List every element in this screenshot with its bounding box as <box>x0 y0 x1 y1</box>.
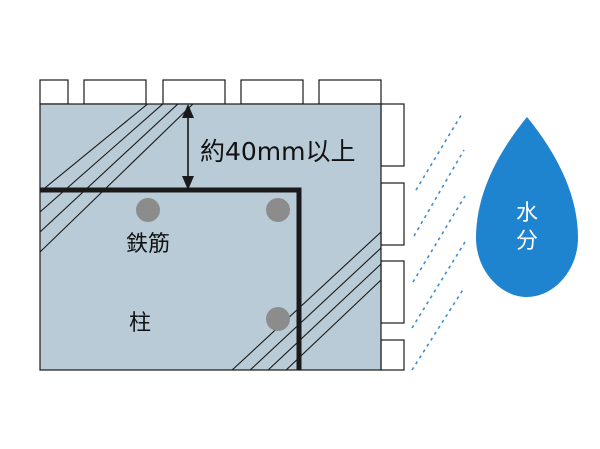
right-block <box>380 103 405 167</box>
top-block <box>39 79 69 105</box>
rebar-dots <box>136 198 290 331</box>
rebar-label: 鉄筋 <box>126 232 170 257</box>
top-block <box>162 79 226 105</box>
water-drop-icon <box>476 117 578 297</box>
water-label-line2: 分 <box>516 229 538 254</box>
right-block <box>380 339 405 371</box>
right-block <box>380 260 405 324</box>
rebar-dot <box>266 307 290 331</box>
top-block <box>240 79 304 105</box>
water-label-line1: 水 <box>516 201 538 226</box>
crack-hatch-upper-left <box>40 104 194 253</box>
top-block <box>318 79 382 105</box>
crack-hatch-lower-right <box>231 231 381 370</box>
top-wall-blocks <box>39 79 382 105</box>
rain-streaks <box>411 111 466 371</box>
column-label: 柱 <box>129 311 151 336</box>
rebar-dot <box>136 198 160 222</box>
column-rebar-outline <box>40 187 302 370</box>
right-block <box>380 182 405 246</box>
right-wall-blocks <box>380 103 405 371</box>
rebar-dot <box>266 198 290 222</box>
top-block <box>83 79 147 105</box>
concrete-body <box>39 103 382 371</box>
cover-depth-arrow <box>182 104 194 190</box>
cover-depth-label: 約40mm以上 <box>200 137 356 166</box>
